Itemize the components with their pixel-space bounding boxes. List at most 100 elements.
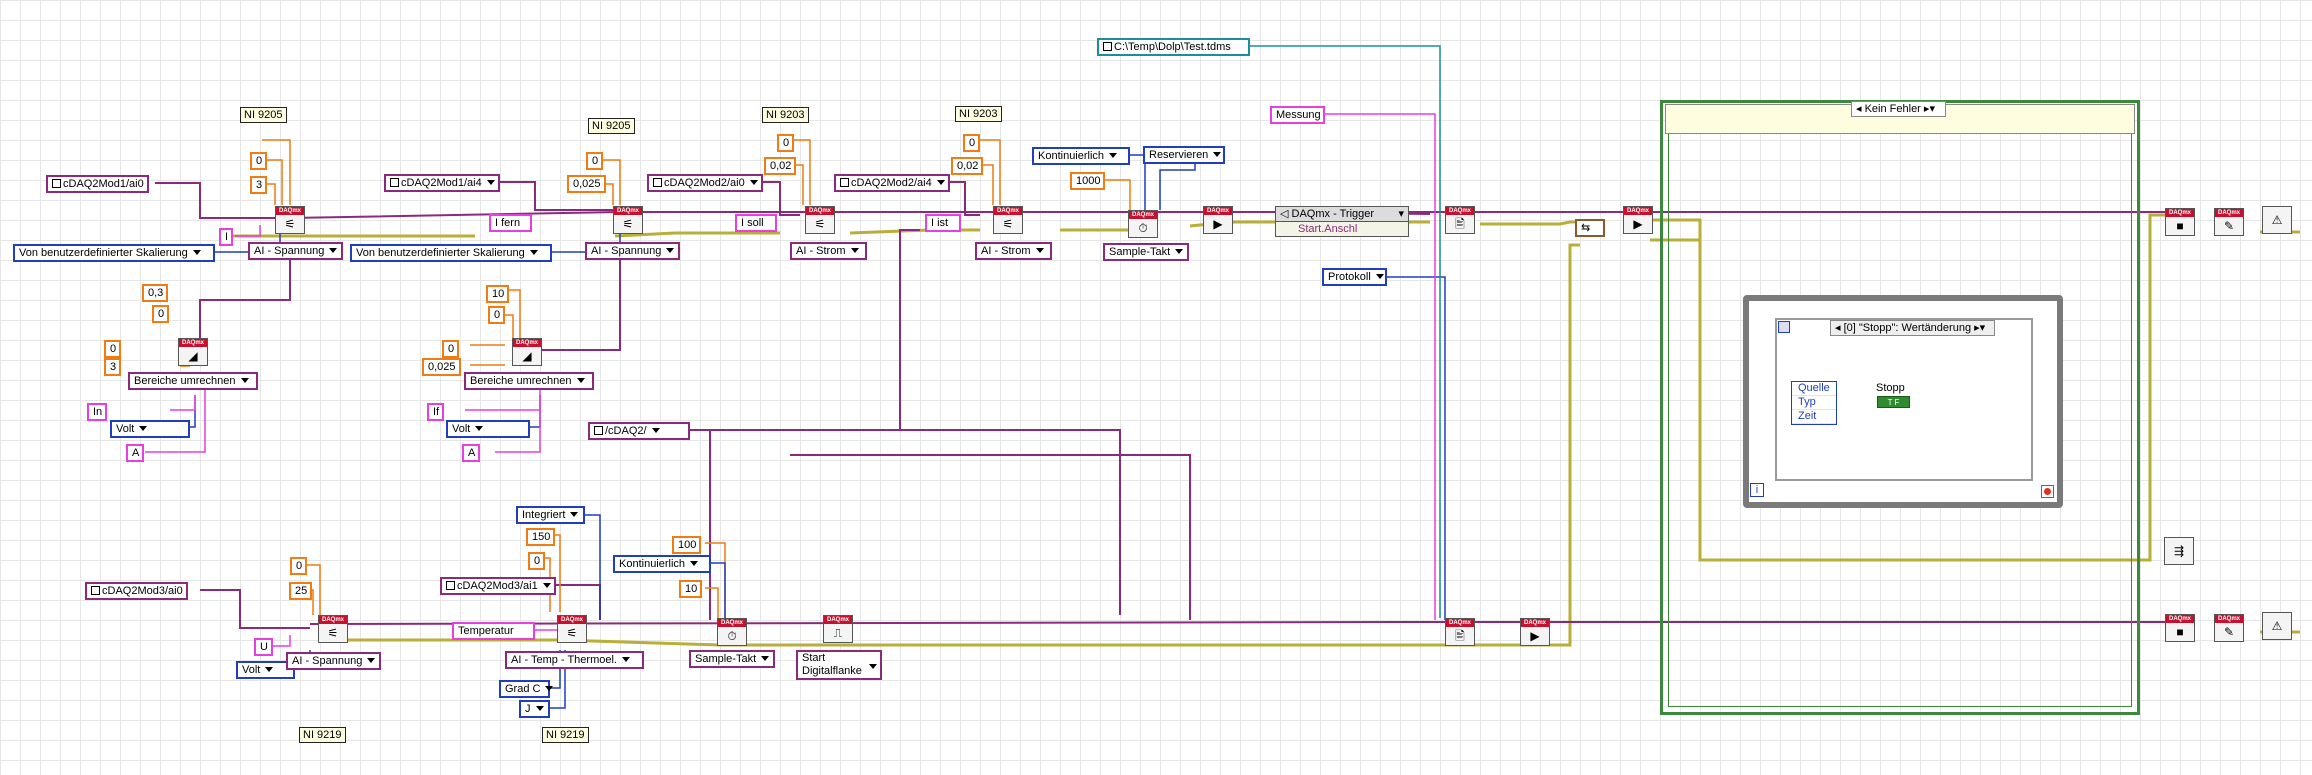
numeric-constant[interactable]: 0,02 bbox=[951, 157, 984, 175]
dropdown-arrow-icon bbox=[329, 248, 338, 253]
polymorphic-selector-range[interactable]: Bereiche umrechnen bbox=[128, 372, 258, 390]
string-constant[interactable]: U bbox=[254, 638, 273, 656]
string-constant[interactable]: A bbox=[462, 444, 481, 462]
numeric-constant[interactable]: 3 bbox=[104, 358, 122, 376]
daqmx-clear-task-node[interactable]: DAQmx✎ bbox=[2214, 614, 2244, 642]
channel-constant-mod3-ai0[interactable]: cDAQ2Mod3/ai0 bbox=[85, 582, 188, 600]
case-selector-label[interactable]: ◂ Kein Fehler ▸▾ bbox=[1851, 101, 1946, 117]
string-constant[interactable]: In bbox=[87, 403, 108, 421]
loop-condition-icon bbox=[2041, 485, 2054, 498]
daqmx-control-task-node[interactable]: DAQmx▶ bbox=[1203, 206, 1233, 234]
polymorphic-selector-ai-voltage[interactable]: AI - Spannung bbox=[286, 652, 381, 670]
temp-unit-ring[interactable]: Grad C bbox=[499, 680, 554, 698]
path-icon bbox=[1103, 42, 1112, 51]
thermocouple-type-ring[interactable]: J bbox=[519, 700, 550, 718]
module-label-ni9205-a: NI 9205 bbox=[240, 107, 287, 123]
scale-type-ring[interactable]: Von benutzerdefinierter Skalierung bbox=[13, 244, 215, 262]
logging-mode-ring[interactable]: Protokoll bbox=[1322, 268, 1387, 286]
daqmx-start-task-node[interactable]: DAQmx▶ bbox=[1623, 206, 1653, 234]
daqmx-logging-node[interactable]: DAQmx🖹 bbox=[1445, 206, 1475, 234]
daqmx-scale-node[interactable]: DAQmx◢ bbox=[512, 338, 542, 366]
error-handler-node[interactable]: ⚠ bbox=[2262, 612, 2292, 640]
string-constant[interactable]: I soll bbox=[735, 214, 777, 232]
numeric-constant[interactable]: 10 bbox=[679, 580, 703, 598]
numeric-constant[interactable]: 0 bbox=[442, 340, 460, 358]
numeric-constant[interactable]: 3 bbox=[250, 176, 268, 194]
daqmx-create-channel-node[interactable]: DAQmx⚟ bbox=[557, 615, 587, 643]
daqmx-start-task-node[interactable]: DAQmx▶ bbox=[1520, 618, 1550, 646]
daqmx-create-channel-node[interactable]: DAQmx⚟ bbox=[805, 206, 835, 234]
numeric-constant[interactable]: 0 bbox=[963, 134, 981, 152]
unit-ring-volt[interactable]: Volt bbox=[110, 420, 190, 438]
dropdown-arrow-icon bbox=[666, 248, 675, 253]
daqmx-clear-task-node[interactable]: DAQmx✎ bbox=[2214, 208, 2244, 236]
daqmx-create-channel-node[interactable]: DAQmx⚟ bbox=[993, 206, 1023, 234]
polymorphic-selector-sample-clock[interactable]: Sample-Takt bbox=[1103, 243, 1189, 261]
polymorphic-selector-ai-current[interactable]: AI - Strom bbox=[975, 242, 1052, 260]
numeric-constant[interactable]: 0,02 bbox=[764, 157, 797, 175]
merge-signals-icon[interactable]: ⇆ bbox=[1575, 219, 1605, 237]
daqmx-timing-node[interactable]: DAQmx⏱ bbox=[1128, 210, 1158, 238]
polymorphic-selector-range[interactable]: Bereiche umrechnen bbox=[464, 372, 594, 390]
polymorphic-selector-ai-voltage[interactable]: AI - Spannung bbox=[248, 242, 343, 260]
scale-type-ring[interactable]: Von benutzerdefinierter Skalierung bbox=[350, 244, 552, 262]
dropdown-arrow-icon bbox=[475, 426, 484, 431]
string-constant[interactable]: I fern bbox=[489, 214, 532, 232]
string-constant[interactable]: I bbox=[219, 228, 234, 246]
numeric-constant[interactable]: 0 bbox=[290, 557, 308, 575]
daqmx-create-channel-node[interactable]: DAQmx⚟ bbox=[275, 206, 305, 234]
sample-mode-ring[interactable]: Kontinuierlich bbox=[1032, 147, 1130, 165]
channel-constant-mod1-ai4[interactable]: cDAQ2Mod1/ai4 bbox=[384, 174, 500, 192]
error-handler-node[interactable]: ⚠ bbox=[2262, 206, 2292, 234]
numeric-constant[interactable]: 0 bbox=[250, 152, 268, 170]
file-path-constant[interactable]: C:\Temp\Dolp\Test.tdms bbox=[1097, 38, 1250, 56]
daqmx-create-channel-node[interactable]: DAQmx⚟ bbox=[613, 206, 643, 234]
numeric-constant[interactable]: 25 bbox=[289, 582, 313, 600]
sample-mode-ring[interactable]: Kontinuierlich bbox=[613, 555, 711, 573]
numeric-constant[interactable]: 0 bbox=[488, 306, 506, 324]
numeric-constant[interactable]: 0,025 bbox=[567, 175, 606, 193]
string-constant[interactable]: A bbox=[126, 444, 145, 462]
numeric-constant[interactable]: 0 bbox=[152, 305, 170, 323]
string-constant[interactable]: If bbox=[427, 403, 445, 421]
daqmx-trigger-node[interactable]: DAQmx⎍ bbox=[823, 615, 853, 643]
string-constant[interactable]: Messung bbox=[1270, 106, 1325, 124]
trigger-device-constant[interactable]: /cDAQ2/ bbox=[588, 422, 690, 440]
channel-constant-mod2-ai4[interactable]: cDAQ2Mod2/ai4 bbox=[834, 174, 950, 192]
channel-constant-mod2-ai0[interactable]: cDAQ2Mod2/ai0 bbox=[647, 174, 763, 192]
unit-ring-volt[interactable]: Volt bbox=[446, 420, 530, 438]
daqmx-create-channel-node[interactable]: DAQmx⚟ bbox=[318, 615, 348, 643]
stop-button-terminal[interactable]: T F bbox=[1877, 396, 1910, 408]
numeric-constant[interactable]: 10 bbox=[486, 285, 510, 303]
numeric-constant[interactable]: 0 bbox=[777, 134, 795, 152]
numeric-constant[interactable]: 0 bbox=[104, 340, 122, 358]
channel-constant-mod1-ai0[interactable]: cDAQ2Mod1/ai0 bbox=[46, 175, 149, 193]
daqmx-timing-node[interactable]: DAQmx⏱ bbox=[717, 618, 747, 646]
polymorphic-selector-ai-thermocouple[interactable]: AI - Temp - Thermoel. bbox=[505, 651, 644, 669]
channel-constant-mod3-ai1[interactable]: cDAQ2Mod3/ai1 bbox=[440, 577, 556, 595]
numeric-constant[interactable]: 1000 bbox=[1070, 172, 1106, 190]
polymorphic-selector-ai-current[interactable]: AI - Strom bbox=[790, 242, 867, 260]
daqmx-scale-node[interactable]: DAQmx◢ bbox=[178, 338, 208, 366]
string-constant[interactable]: Temperatur bbox=[452, 622, 535, 640]
daqmx-stop-task-node[interactable]: DAQmx■ bbox=[2165, 614, 2195, 642]
cjc-source-ring[interactable]: Integriert bbox=[516, 506, 585, 524]
numeric-constant[interactable]: 100 bbox=[672, 536, 702, 554]
string-constant[interactable]: I ist bbox=[925, 214, 961, 232]
polymorphic-selector-ai-voltage[interactable]: AI - Spannung bbox=[585, 242, 680, 260]
task-action-ring[interactable]: Reservieren bbox=[1143, 146, 1225, 164]
numeric-constant[interactable]: 0 bbox=[528, 552, 546, 570]
numeric-constant[interactable]: 150 bbox=[526, 528, 556, 546]
numeric-constant[interactable]: 0,3 bbox=[142, 284, 169, 302]
numeric-constant[interactable]: 0 bbox=[586, 152, 604, 170]
merge-errors-node[interactable]: ⇶ bbox=[2164, 537, 2194, 565]
polymorphic-selector-sample-clock[interactable]: Sample-Takt bbox=[689, 650, 775, 668]
event-selector[interactable]: ◂ [0] "Stopp": Wertänderung ▸▾ bbox=[1830, 320, 1995, 336]
numeric-constant[interactable]: 0,025 bbox=[422, 358, 461, 376]
trigger-property-node[interactable]: ◁ DAQmx - Trigger ▾ Start.Anschl bbox=[1275, 206, 1409, 237]
unit-ring-volt[interactable]: Volt bbox=[236, 661, 295, 679]
daqmx-stop-task-node[interactable]: DAQmx■ bbox=[2165, 208, 2195, 236]
daqmx-logging-node[interactable]: DAQmx🖹 bbox=[1445, 618, 1475, 646]
